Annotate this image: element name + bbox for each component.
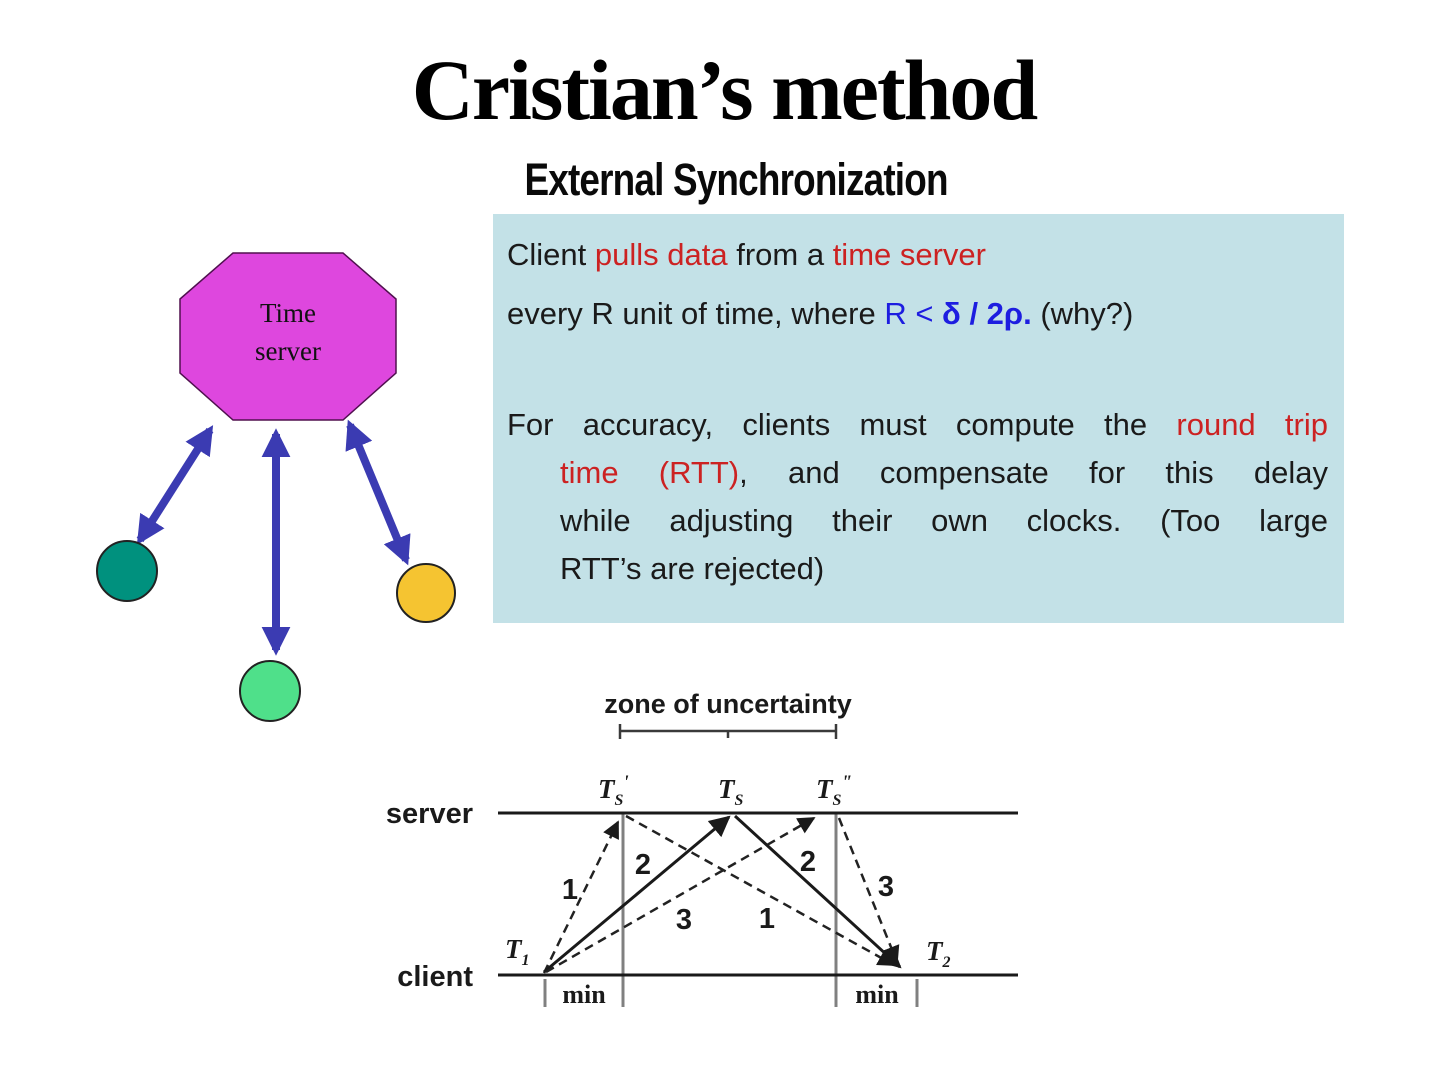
sync-arrow-right <box>345 419 411 566</box>
text-segment: RTT’s are rejected) <box>560 551 825 586</box>
zone-bracket <box>618 724 838 739</box>
t2-label: T2 <box>926 936 951 971</box>
text-segment-red: pulls data <box>594 237 728 272</box>
request-3-number: 3 <box>676 904 692 936</box>
client-node-teal <box>96 540 158 602</box>
t-base: T <box>816 774 834 804</box>
t-sub: S <box>735 792 744 809</box>
rtt-timing-diagram: zone of uncertainty server client TS' TS… <box>386 689 1018 1009</box>
info-line-2: every R unit of time, where R < δ / 2ρ. … <box>507 290 1328 338</box>
zone-of-uncertainty-label: zone of uncertainty <box>604 689 852 719</box>
paragraph-line: For accuracy, clients must compute the r… <box>507 401 1328 449</box>
info-box: Client pulls data from a time server eve… <box>493 214 1344 623</box>
client-node-yellow <box>396 563 456 623</box>
reply-2-number: 2 <box>800 846 816 878</box>
t-sub: S <box>615 792 624 809</box>
reply-1-number: 1 <box>759 903 775 935</box>
client-timeline-label: client <box>397 961 473 993</box>
subtitle-wrap: External Synchronization <box>24 154 1440 206</box>
text-segment-red: round trip <box>1176 407 1328 442</box>
t-sub: 1 <box>522 952 530 969</box>
t-base: T <box>598 774 616 804</box>
text-segment: (why?) <box>1031 296 1134 331</box>
min-interval-left-label: min <box>562 980 606 1009</box>
t-mark: ' <box>623 772 628 793</box>
server-timeline-label: server <box>386 798 473 830</box>
t-sub: S <box>833 792 842 809</box>
t-mark: " <box>841 772 852 793</box>
text-segment: For accuracy, clients must compute the <box>507 407 1177 442</box>
paragraph-line: RTT’s are rejected) <box>507 545 1328 593</box>
uncertainty-verticals <box>543 813 919 1007</box>
formula-segment: δ / 2ρ <box>942 296 1024 331</box>
t-base: T <box>505 934 523 964</box>
text-segment-red: time (RTT) <box>560 455 740 490</box>
octagon-label-line1: Time <box>260 298 316 328</box>
request-2-number: 2 <box>635 849 651 881</box>
reply-3-number: 3 <box>878 871 894 903</box>
time-server-diagram: Time server <box>96 252 456 722</box>
min-interval-right-label: min <box>855 980 899 1009</box>
request-1-number: 1 <box>562 874 578 906</box>
reply-3-dashed <box>837 817 900 964</box>
paragraph-line: while adjusting their own clocks. (Too l… <box>507 497 1328 545</box>
reply-2-solid <box>733 814 902 969</box>
text-segment-blue: R < <box>884 296 943 331</box>
t1-label: T1 <box>505 934 530 969</box>
page-subtitle: External Synchronization <box>524 154 948 205</box>
time-server-octagon <box>179 252 397 421</box>
ts-prime-label: TS' <box>598 772 629 809</box>
text-segment-red: time server <box>832 237 986 272</box>
text-segment: Client <box>507 237 595 272</box>
text-segment: every R unit of time, where <box>507 296 885 331</box>
request-2-solid <box>543 815 731 974</box>
t-base: T <box>718 774 736 804</box>
text-segment: , and compensate for this delay <box>739 455 1328 490</box>
client-node-green <box>239 660 301 722</box>
info-line-1: Client pulls data from a time server <box>507 231 1328 279</box>
t-base: T <box>926 936 944 966</box>
request-1-dashed <box>542 820 620 974</box>
text-segment-blue: . <box>1023 296 1032 331</box>
text-segment: while adjusting their own clocks. (Too l… <box>560 503 1328 538</box>
t-sub: 2 <box>942 954 951 971</box>
paragraph-line: time (RTT), and compensate for this dela… <box>507 449 1328 497</box>
page-title: Cristian’s method <box>411 42 1039 138</box>
text-segment: from a <box>727 237 833 272</box>
octagon-label-line2: server <box>255 336 321 366</box>
reply-1-dashed <box>625 814 896 967</box>
ts-double-prime-label: TS" <box>816 772 852 809</box>
request-3-dashed <box>545 816 816 974</box>
sync-arrow-left <box>136 425 214 545</box>
info-paragraph: For accuracy, clients must compute the r… <box>507 401 1328 593</box>
ts-label: TS <box>718 774 744 809</box>
